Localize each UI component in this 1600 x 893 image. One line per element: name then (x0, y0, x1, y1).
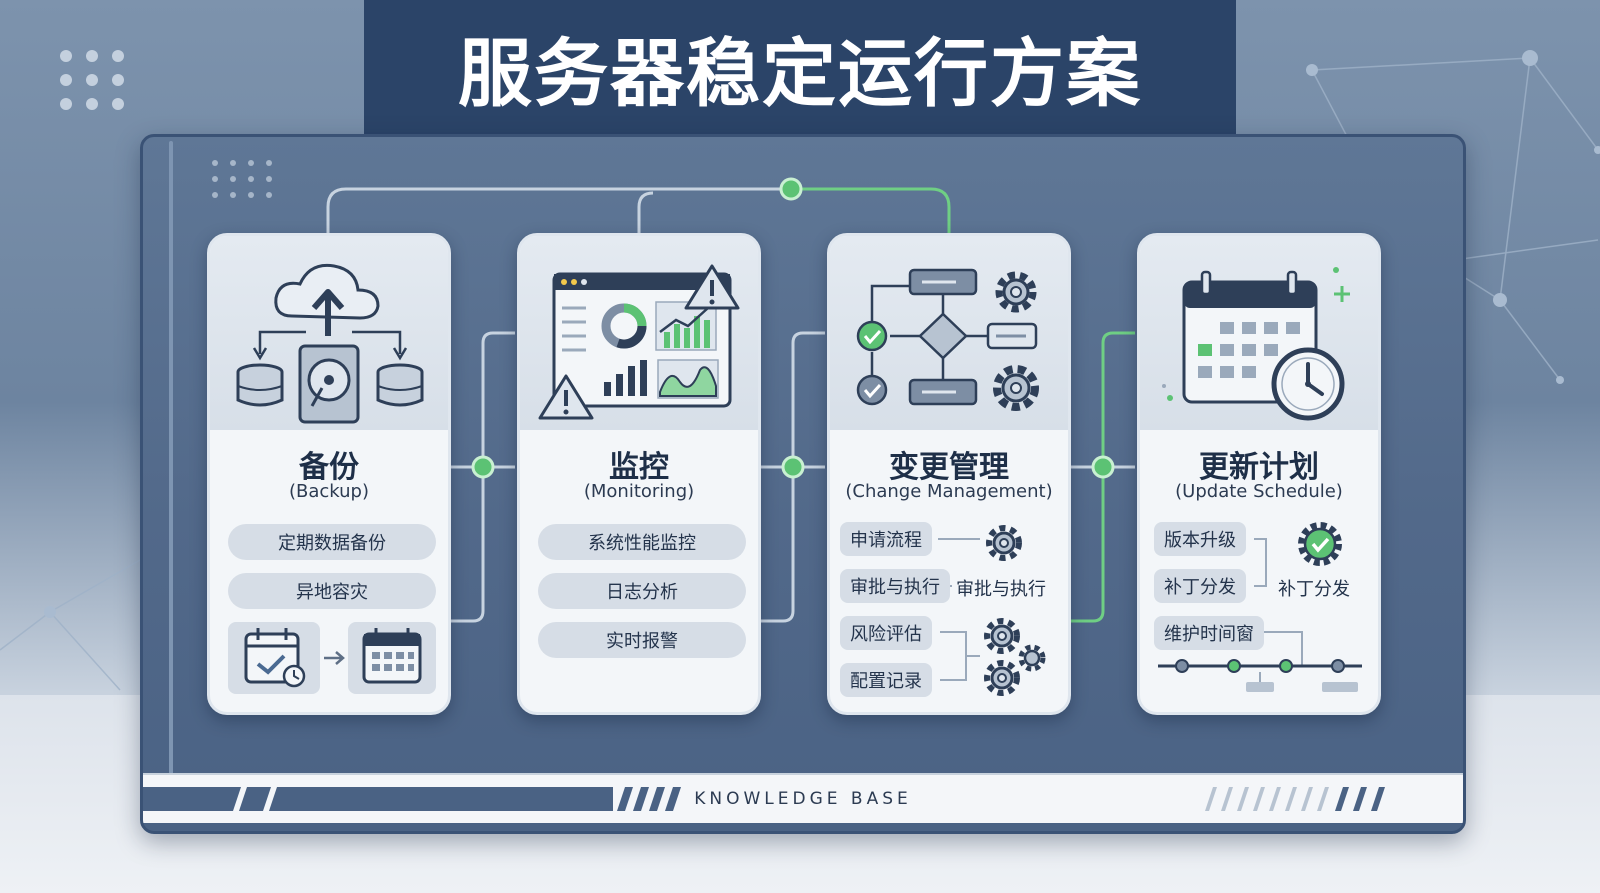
flowchart-icon (870, 268, 1038, 406)
warning-icon (684, 264, 740, 310)
card-monitoring: 监控 (Monitoring) 系统性能监控 日志分析 实时报警 (517, 233, 761, 715)
pill-item: 异地容灾 (228, 573, 436, 609)
line-chart-icon (657, 359, 719, 399)
timeline-icon (1158, 659, 1362, 692)
page-title: 服务器稳定运行方案 (458, 30, 1142, 117)
gear-icon (993, 365, 1039, 411)
pill-item: 定期数据备份 (228, 524, 436, 560)
schedule-tag: 维护时间窗 (1154, 616, 1264, 650)
card-subtitle: (Monitoring) (583, 481, 695, 502)
gear-icon (984, 618, 1020, 654)
gear-icon (986, 525, 1022, 561)
card-backup: 备份 (Backup) 定期数据备份 异地容灾 (207, 233, 451, 715)
title-banner: 服务器稳定运行方案 (364, 0, 1236, 134)
backup-illustration (210, 236, 448, 430)
database-icon (376, 363, 424, 407)
card-subtitle: (Update Schedule) (1175, 481, 1343, 502)
card-change-management: 变更管理 (Change Management) (827, 233, 1071, 715)
calendar-check-icon (244, 628, 306, 688)
card-update-schedule: 更新计划 (Update Schedule) 版本升级 补丁分发 (1137, 233, 1381, 715)
update-illustration (1140, 236, 1378, 430)
card-title: 监控 (609, 450, 669, 485)
gear-icon (984, 660, 1020, 696)
calendar-icon (362, 628, 422, 684)
backup-schedule-graphic (228, 622, 436, 694)
clock-icon (1271, 347, 1345, 421)
panel-edge (169, 141, 173, 781)
update-timeline-graphic (1158, 522, 1362, 692)
card-title: 备份 (299, 450, 359, 485)
bar-chart-icon (655, 301, 717, 351)
check-badge-icon (1298, 522, 1342, 566)
check-circle-icon (856, 374, 888, 406)
footer-label: KNOWLEDGE BASE (694, 789, 912, 809)
hard-drive-icon (298, 344, 360, 424)
schedule-tag: 版本升级 (1154, 522, 1246, 556)
card-subtitle: (Backup) (288, 481, 370, 502)
warning-icon (538, 374, 594, 420)
process-tag: 配置记录 (840, 663, 932, 697)
change-process-graphic (938, 525, 1046, 696)
process-tag: 风险评估 (840, 616, 932, 650)
donut-chart-icon (601, 303, 647, 349)
footer-bar: KNOWLEDGE BASE (143, 773, 1463, 823)
monitoring-illustration (520, 236, 758, 430)
check-circle-icon (856, 320, 888, 352)
card-title: 变更管理 (889, 450, 1009, 485)
card-title: 更新计划 (1199, 450, 1319, 485)
gear-icon (1018, 644, 1046, 672)
schedule-side-label: 补丁分发 (1278, 579, 1350, 600)
process-tag: 申请流程 (840, 522, 932, 556)
pill-item: 实时报警 (538, 622, 746, 658)
main-panel: 备份 (Backup) 定期数据备份 异地容灾 (140, 134, 1466, 834)
pill-item: 系统性能监控 (538, 524, 746, 560)
cloud-upload-icon (274, 263, 380, 336)
change-illustration (830, 236, 1068, 430)
schedule-tag: 补丁分发 (1154, 569, 1246, 603)
gear-icon (995, 271, 1037, 313)
card-subtitle: (Change Management) (845, 481, 1053, 502)
process-side-label: 审批与执行 (956, 579, 1046, 600)
database-icon (236, 363, 284, 407)
pill-item: 日志分析 (538, 573, 746, 609)
process-tag: 审批与执行 (840, 569, 950, 603)
